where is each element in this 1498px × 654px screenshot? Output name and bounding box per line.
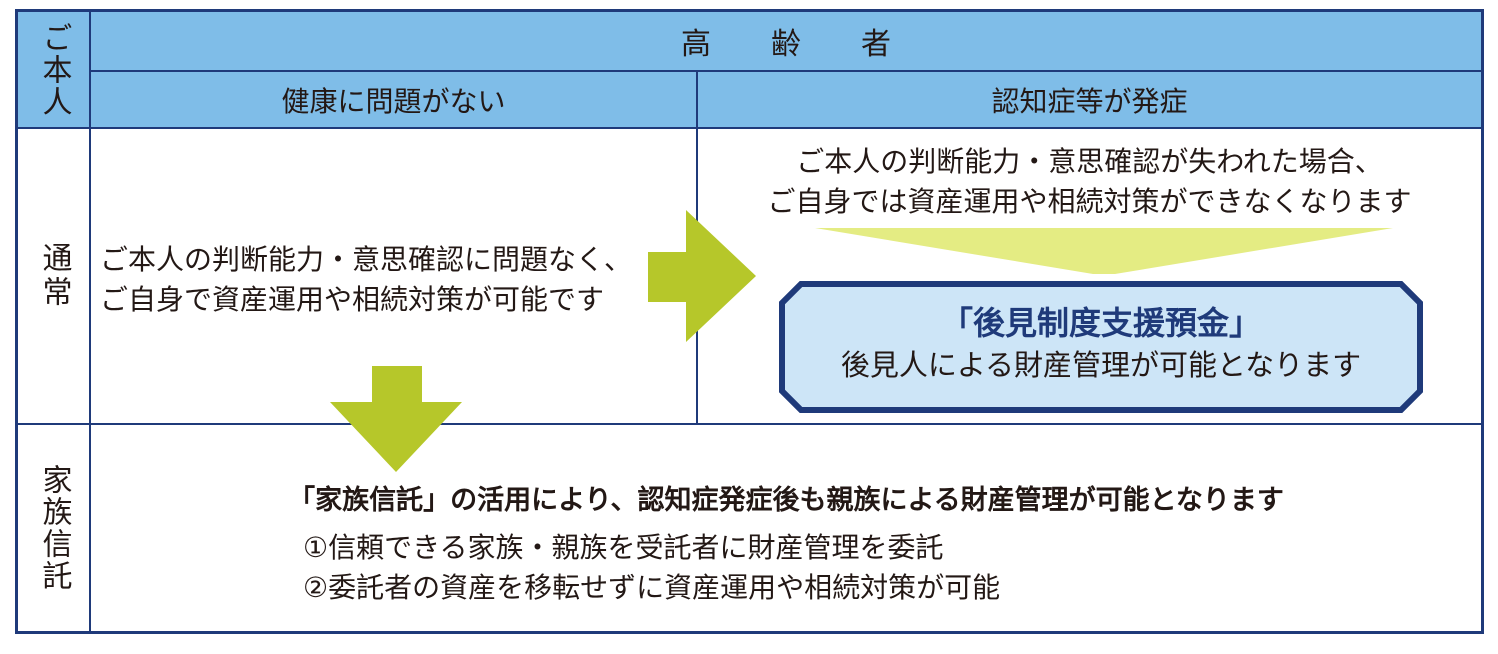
normal-dementia-line2: ご自身では資産運用や相続対策ができなくなります	[767, 185, 1412, 218]
guardian-box-frame	[779, 281, 1423, 413]
divider-label-column	[89, 9, 91, 634]
arrow-right-icon	[648, 210, 756, 342]
divider-header-bottom	[17, 127, 1482, 129]
header-healthy: 健康に問題がない	[90, 71, 697, 128]
header-elderly-text: 高 齢 者	[681, 27, 891, 62]
divider-row-trust	[17, 423, 1482, 425]
trust-point-2: ②委託者の資産を移転せずに資産運用や相続対策が可能	[303, 571, 1001, 604]
guardian-box: 「後見制度支援預金」 後見人による財産管理が可能となります	[779, 281, 1423, 413]
header-healthy-text: 健康に問題がない	[281, 84, 506, 118]
header-elderly: 高 齢 者	[90, 11, 1482, 71]
normal-dementia-line1: ご本人の判断能力・意思確認が失われた場合、	[796, 145, 1383, 178]
normal-dementia-text: ご本人の判断能力・意思確認が失われた場合、 ご自身では資産運用や相続対策ができな…	[697, 142, 1482, 222]
row-label-normal-text: 通常	[36, 242, 72, 310]
guardian-box-title: 「後見制度支援預金」	[940, 304, 1261, 342]
normal-healthy-text: ご本人の判断能力・意思確認に問題なく、 ご自身で資産運用や相続対策が可能です	[100, 240, 632, 320]
normal-healthy-line1: ご本人の判断能力・意思確認に問題なく、	[100, 243, 633, 276]
person-label-text: ご本人	[36, 21, 72, 118]
trust-points: ①信頼できる家族・親族を受託者に財産管理を委託 ②委託者の資産を移転せずに資産運…	[303, 528, 1000, 608]
border-top	[15, 9, 1484, 12]
trapezoid-down-icon	[815, 228, 1393, 274]
border-left	[15, 9, 18, 634]
row-label-trust-text: 家族信託	[36, 464, 72, 592]
row-label-normal: 通常	[17, 128, 90, 424]
guardian-box-subtitle: 後見人による財産管理が可能となります	[840, 348, 1362, 382]
row-label-trust: 家族信託	[17, 424, 90, 632]
header-dementia-text: 認知症等が発症	[991, 84, 1188, 118]
arrow-down-icon	[330, 366, 462, 472]
header-dementia: 認知症等が発症	[697, 71, 1482, 128]
trust-headline-wrap: 「家族信託」の活用により、認知症発症後も親族による財産管理が可能となります	[90, 478, 1482, 517]
normal-healthy-line2: ご自身で資産運用や相続対策が可能です	[100, 283, 605, 316]
trust-headline: 「家族信託」の活用により、認知症発症後も親族による財産管理が可能となります	[288, 485, 1284, 516]
border-right	[1481, 9, 1484, 634]
person-label: ご本人	[17, 11, 90, 128]
border-bottom	[15, 631, 1484, 634]
header-row-conditions	[17, 71, 1482, 128]
trust-point-1: ①信頼できる家族・親族を受託者に財産管理を委託	[303, 531, 944, 564]
divider-header-mid	[90, 70, 1482, 72]
header-row-elderly	[17, 11, 1482, 71]
